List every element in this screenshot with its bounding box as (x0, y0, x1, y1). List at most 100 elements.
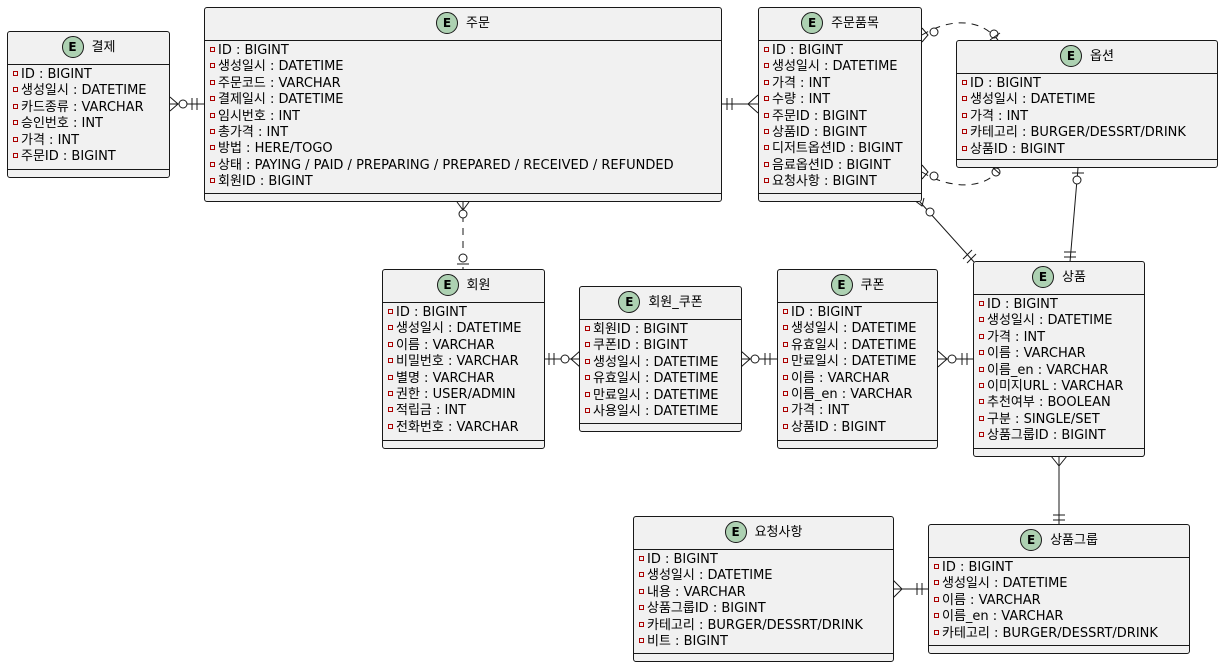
entity-icon: E (436, 274, 459, 296)
field-row: ID : BIGINT (639, 552, 888, 568)
field-row: 사용일시 : DATETIME (585, 404, 736, 420)
private-icon (934, 613, 939, 619)
entity-title: 주문품목 (831, 16, 879, 31)
entity-icon: E (1032, 266, 1055, 288)
field-row: 상품ID : BIGINT (962, 142, 1212, 158)
private-icon (210, 145, 215, 151)
entity-icon: E (61, 36, 84, 58)
field-row: 가격 : INT (764, 76, 916, 92)
field-row: 가격 : INT (13, 133, 164, 149)
entity-title: 옵션 (1090, 49, 1114, 64)
entity-icon: E (618, 291, 641, 313)
field-row: 카테고리 : BURGER/DESSRT/DRINK (639, 618, 888, 634)
private-icon (764, 161, 769, 167)
entity-fields: ID : BIGINT 생성일시 : DATETIME 이름 : VARCHAR… (383, 303, 544, 436)
field-row: 생성일시 : DATETIME (764, 59, 916, 75)
field-row: 이미지URL : VARCHAR (979, 379, 1139, 395)
private-icon (979, 415, 984, 421)
private-icon (13, 103, 18, 109)
relation-orderitem-product (913, 197, 977, 264)
private-icon (783, 407, 788, 413)
field-row: 수량 : INT (764, 92, 916, 108)
field-row: 디저트옵션ID : BIGINT (764, 141, 916, 157)
private-icon (13, 87, 18, 93)
entity-divider (929, 645, 1189, 646)
private-icon (388, 407, 393, 413)
relation-request-productgroup (892, 579, 929, 599)
entity-icon: E (724, 521, 747, 543)
private-icon (639, 621, 644, 627)
field-row: 만료일시 : DATETIME (783, 354, 932, 370)
field-row: 결제일시 : DATETIME (210, 92, 716, 108)
entity-divider (205, 193, 721, 194)
entity-icon: E (1020, 529, 1043, 551)
private-icon (783, 325, 788, 331)
private-icon (934, 596, 939, 602)
relation-product-productgroup (1050, 455, 1068, 525)
entity-fields: ID : BIGINT 생성일시 : DATETIME 카드종류 : VARCH… (8, 65, 169, 165)
entity-divider (383, 440, 544, 441)
field-row: 음료옵션ID : BIGINT (764, 158, 916, 174)
field-row: 이름 : VARCHAR (934, 593, 1184, 609)
private-icon (210, 47, 215, 52)
relation-payment-order (169, 96, 204, 112)
field-row: 가격 : INT (962, 109, 1212, 125)
field-row: ID : BIGINT (764, 43, 916, 59)
field-row: 권한 : USER/ADMIN (388, 387, 539, 403)
field-row: 주문코드 : VARCHAR (210, 76, 716, 92)
relation-option-product (1064, 167, 1084, 263)
field-row: 추천여부 : BOOLEAN (979, 395, 1139, 411)
private-icon (13, 71, 18, 76)
private-icon (979, 366, 984, 372)
entity-fields: ID : BIGINT 생성일시 : DATETIME 유효일시 : DATET… (778, 303, 937, 436)
field-row: 이름_en : VARCHAR (934, 609, 1184, 625)
private-icon (388, 423, 393, 429)
private-icon (764, 178, 769, 184)
field-row: ID : BIGINT (979, 297, 1139, 313)
private-icon (934, 580, 939, 586)
field-row: 적립금 : INT (388, 403, 539, 419)
field-row: 가격 : INT (979, 330, 1139, 346)
field-row: 승인번호 : INT (13, 116, 164, 132)
private-icon (388, 325, 393, 331)
field-row: ID : BIGINT (210, 43, 716, 59)
field-row: 구분 : SINGLE/SET (979, 412, 1139, 428)
private-icon (388, 309, 393, 314)
field-row: 카테고리 : BURGER/DESSRT/DRINK (934, 626, 1184, 642)
private-icon (962, 112, 967, 118)
private-icon (962, 96, 967, 102)
private-icon (934, 564, 939, 569)
private-icon (783, 390, 788, 396)
field-row: 생성일시 : DATETIME (210, 59, 716, 75)
private-icon (210, 112, 215, 118)
private-icon (764, 79, 769, 85)
field-row: 상품ID : BIGINT (783, 420, 932, 436)
relation-member-membercoupon (544, 350, 581, 368)
entity-title: 쿠폰 (860, 278, 885, 293)
field-row: 이름 : VARCHAR (979, 346, 1139, 362)
field-row: 주문ID : BIGINT (13, 149, 164, 165)
field-row: 비트 : BIGINT (639, 634, 888, 650)
private-icon (585, 391, 590, 397)
entity-fields: ID : BIGINT 생성일시 : DATETIME 이름 : VARCHAR… (929, 558, 1189, 642)
entity-divider (580, 423, 741, 424)
private-icon (639, 572, 644, 578)
private-icon (764, 112, 769, 118)
private-icon (210, 63, 215, 69)
entity-fields: ID : BIGINT 생성일시 : DATETIME 가격 : INT 수량 … (759, 41, 921, 191)
field-row: ID : BIGINT (388, 305, 539, 321)
field-row: 만료일시 : DATETIME (585, 388, 736, 404)
